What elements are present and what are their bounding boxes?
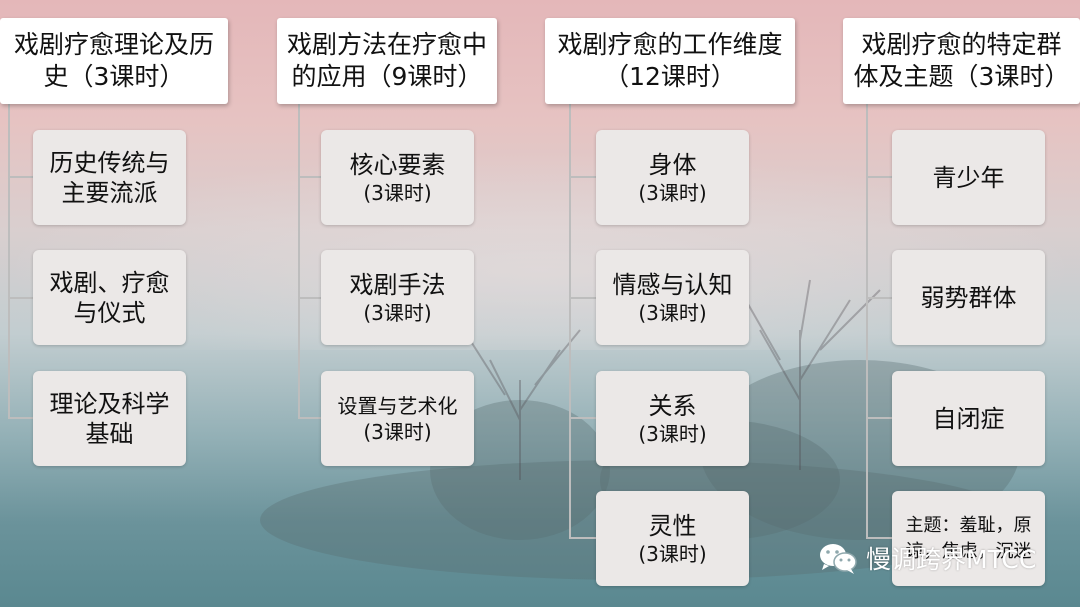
topic-title: 历史传统与 xyxy=(50,148,170,178)
topic-hours: (3课时) xyxy=(363,419,431,445)
connector-line xyxy=(298,176,321,178)
topic-title: 理论及科学 xyxy=(50,389,170,419)
topic-hours: (3课时) xyxy=(638,180,706,206)
connector-line xyxy=(298,417,321,419)
topic-title: 戏剧、疗愈 xyxy=(50,268,170,298)
connector-line xyxy=(866,417,892,419)
topic-title: 主要流派 xyxy=(62,178,158,208)
topic-hours: (3课时) xyxy=(363,300,431,326)
topic-hours: (3课时) xyxy=(638,300,706,326)
topic-hours: (3课时) xyxy=(638,421,706,447)
connector-line xyxy=(8,417,33,419)
topic-title: 自闭症 xyxy=(933,404,1005,434)
topic-title: 灵性 xyxy=(649,511,697,541)
topic-title: 弱势群体 xyxy=(921,283,1017,313)
connector-line xyxy=(569,104,571,538)
topic-title: 与仪式 xyxy=(74,298,146,328)
topic-card-vulnerable-groups: 弱势群体 xyxy=(892,250,1045,345)
connector-line xyxy=(866,297,892,299)
connector-line xyxy=(569,297,596,299)
topic-card-relationship: 关系 (3课时) xyxy=(596,371,749,466)
topic-title: 设置与艺术化 xyxy=(338,393,458,419)
header-line: 史（3课时） xyxy=(10,61,218,93)
column-header-dimensions: 戏剧疗愈的工作维度 （12课时） xyxy=(545,18,795,104)
connector-line xyxy=(569,537,596,539)
topic-title: 关系 xyxy=(649,391,697,421)
header-line: 戏剧方法在疗愈中 xyxy=(283,29,491,61)
header-line: 戏剧疗愈的工作维度 xyxy=(553,29,786,61)
topic-card-emotion-cognition: 情感与认知 (3课时) xyxy=(596,250,749,345)
topic-title: 基础 xyxy=(86,419,134,449)
watermark: 慢调跨界MTCC xyxy=(818,538,1036,578)
topic-card-autism: 自闭症 xyxy=(892,371,1045,466)
header-line: 体及主题（3课时） xyxy=(850,61,1074,93)
connector-line xyxy=(8,176,33,178)
topic-card-drama-healing-ritual: 戏剧、疗愈 与仪式 xyxy=(33,250,186,345)
connector-line xyxy=(866,176,892,178)
topic-card-spirituality: 灵性 (3课时) xyxy=(596,491,749,586)
topic-card-core-elements: 核心要素 (3课时) xyxy=(321,130,474,225)
column-header-theory-history: 戏剧疗愈理论及历 史（3课时） xyxy=(0,18,228,104)
topic-card-setting-artistry: 设置与艺术化 (3课时) xyxy=(321,371,474,466)
connector-line xyxy=(569,176,596,178)
wechat-icon xyxy=(818,541,858,575)
topic-title: 青少年 xyxy=(933,163,1005,193)
column-header-special-groups: 戏剧疗愈的特定群 体及主题（3课时） xyxy=(843,18,1080,104)
header-line: 的应用（9课时） xyxy=(283,61,491,93)
topic-hours: (3课时) xyxy=(638,541,706,567)
connector-line xyxy=(866,104,868,538)
topic-title: 戏剧手法 xyxy=(350,270,446,300)
topic-card-body: 身体 (3课时) xyxy=(596,130,749,225)
topic-title: 身体 xyxy=(649,150,697,180)
connector-line xyxy=(569,417,596,419)
watermark-text: 慢调跨界MTCC xyxy=(866,540,1036,576)
connector-line xyxy=(8,104,10,418)
topic-title: 情感与认知 xyxy=(613,270,733,300)
topic-card-adolescents: 青少年 xyxy=(892,130,1045,225)
column-header-methods: 戏剧方法在疗愈中 的应用（9课时） xyxy=(277,18,497,104)
topic-card-drama-techniques: 戏剧手法 (3课时) xyxy=(321,250,474,345)
header-line: 戏剧疗愈理论及历 xyxy=(10,29,218,61)
topic-hours: (3课时) xyxy=(363,180,431,206)
topic-title: 主题：羞耻，原 xyxy=(900,513,1038,539)
connector-line xyxy=(298,297,321,299)
topic-card-theory-science: 理论及科学 基础 xyxy=(33,371,186,466)
topic-card-history-traditions: 历史传统与 主要流派 xyxy=(33,130,186,225)
header-line: （12课时） xyxy=(553,61,786,93)
header-line: 戏剧疗愈的特定群 xyxy=(850,29,1074,61)
connector-line xyxy=(8,297,33,299)
connector-line xyxy=(298,104,300,418)
topic-title: 核心要素 xyxy=(350,150,446,180)
